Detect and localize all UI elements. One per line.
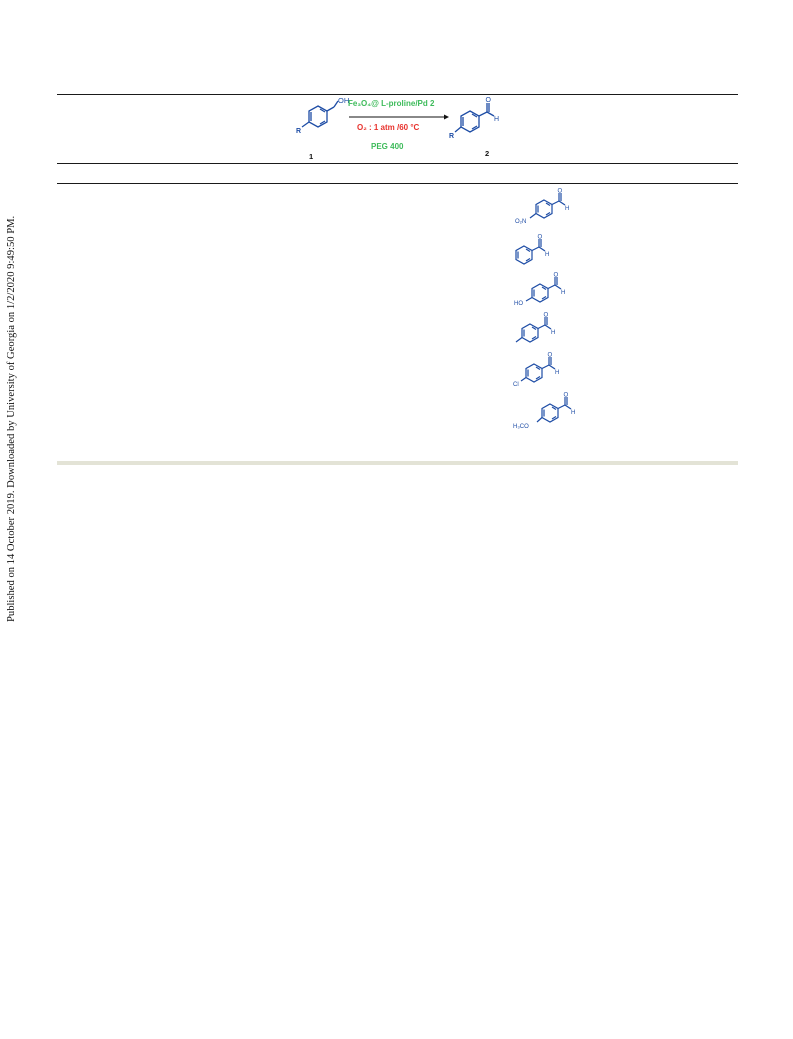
reactant-oh-label: OH [338, 96, 349, 105]
product-number: 2 [485, 149, 489, 158]
svg-text:Cl: Cl [513, 382, 519, 388]
reactant-structure [301, 100, 339, 128]
svg-text:O: O [538, 235, 543, 241]
product-structure [454, 103, 495, 133]
svg-text:O: O [564, 393, 569, 399]
condition-solvent: PEG 400 [371, 142, 404, 151]
svg-text:O: O [554, 273, 559, 279]
product-o-label: O [486, 97, 492, 104]
product-h-label: H [494, 116, 499, 123]
product-structure-hydroxy: O H HO [514, 273, 565, 308]
svg-text:H₃CO: H₃CO [513, 424, 529, 430]
arrow-head-icon [444, 114, 449, 120]
svg-text:H: H [551, 330, 555, 336]
table-bottom-rule [57, 461, 738, 465]
svg-text:HO: HO [514, 301, 523, 307]
svg-text:H: H [565, 206, 569, 212]
reaction-scheme: OH R 1 Fe₃O₄@ L-proline/Pd 2 O₂ : 1 atm … [296, 96, 499, 161]
svg-text:O: O [544, 313, 549, 319]
condition-catalyst: Fe₃O₄@ L-proline/Pd 2 [348, 99, 435, 108]
product-structure-benzaldehyde: O H [515, 235, 549, 265]
table-scheme-rule [57, 163, 738, 165]
product-r-label: R [449, 133, 454, 140]
product-structure-chloro: O H Cl [513, 353, 559, 389]
reactant-r-label: R [296, 128, 301, 135]
svg-text:O₂N: O₂N [515, 219, 526, 225]
svg-text:H: H [545, 252, 549, 258]
svg-text:H: H [561, 290, 565, 296]
download-watermark: Published on 14 October 2019. Downloaded… [6, 215, 17, 622]
table-header-rule [57, 183, 738, 185]
svg-text:O: O [548, 353, 553, 359]
table-top-rule [57, 94, 738, 96]
product-structure-methoxy: O H H₃CO [513, 393, 575, 431]
product-structure-methyl: O H [515, 313, 555, 343]
svg-text:O: O [558, 189, 563, 195]
product-structure-nitro: O H O₂N [515, 189, 569, 226]
reactant-number: 1 [309, 152, 313, 161]
svg-text:H: H [571, 410, 575, 416]
condition-oxidant: O₂ : 1 atm /60 °C [357, 123, 420, 132]
svg-text:H: H [555, 370, 559, 376]
